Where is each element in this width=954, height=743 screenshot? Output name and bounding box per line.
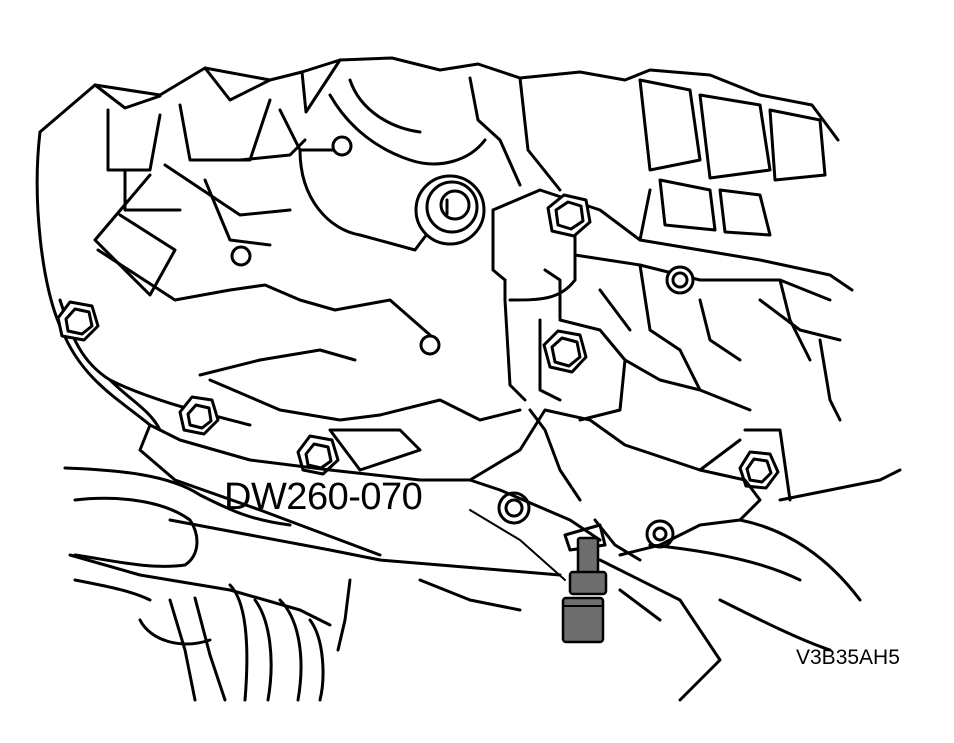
- figure-code: V3B35AH5: [796, 646, 900, 669]
- filler-plug: [414, 174, 486, 246]
- tool-callout-label: DW260-070: [224, 476, 423, 518]
- boss-holes: [230, 135, 441, 356]
- grille-pockets: [638, 78, 827, 242]
- bolt-top: [546, 193, 592, 238]
- special-tool: [561, 523, 608, 644]
- oil-pan: [108, 348, 792, 562]
- bolt-pan-3: [738, 450, 780, 490]
- bolt-left: [56, 300, 100, 342]
- bolt-mid: [542, 329, 588, 374]
- mount-bracket: [491, 188, 854, 422]
- lower-frame: [63, 466, 902, 702]
- bolt-small-right: [665, 265, 695, 295]
- housing-ribs: [93, 76, 562, 337]
- callout-leader-line: [469, 509, 566, 581]
- bolt-pan-1: [178, 395, 220, 436]
- bolt-pan-2: [296, 434, 340, 476]
- bolt-pan-5: [645, 519, 675, 549]
